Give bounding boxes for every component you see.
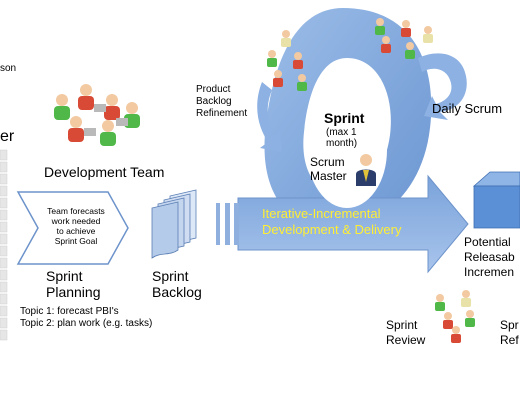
person-icon xyxy=(54,94,70,120)
person-icon xyxy=(104,94,120,120)
development-team-label: Development Team xyxy=(44,164,165,180)
person-icon xyxy=(381,36,391,53)
person-icon xyxy=(451,326,461,343)
person-icon xyxy=(297,74,307,91)
delivery-arrow-shape xyxy=(237,174,469,274)
cube-front xyxy=(473,185,520,229)
person-icon xyxy=(405,42,415,59)
sprint-subtitle: (max 1 month) xyxy=(326,127,357,149)
sprint-review-people xyxy=(435,290,475,343)
person-icon xyxy=(78,84,94,110)
delivery-arrow-tail-stripes xyxy=(216,203,239,245)
laptop-icon xyxy=(84,104,128,136)
person-icon xyxy=(465,310,475,327)
sprint-subtitle-line: month) xyxy=(326,138,358,149)
scrum-master-label: Scrum Master xyxy=(310,155,347,183)
sprint-planning-label: Sprint Planning xyxy=(46,268,101,300)
daily-scrum-label: Daily Scrum xyxy=(432,101,503,116)
person-icon xyxy=(435,294,445,311)
person-icon xyxy=(281,30,291,47)
person-icon xyxy=(443,312,453,329)
left-edge-fragment-text: son xyxy=(0,63,17,74)
person-icon xyxy=(273,70,283,87)
person-icon xyxy=(401,20,411,37)
increment-label-line: Incremen xyxy=(464,265,515,279)
refinement-label-line: Backlog xyxy=(196,96,232,107)
daily-scrum-loop xyxy=(418,53,467,120)
retrospective-label-line: Spr xyxy=(500,318,519,332)
daily-scrum-people xyxy=(375,18,433,59)
sprint-review-label-line: Review xyxy=(386,333,426,347)
delivery-arrow-label-line: Iterative-Incremental xyxy=(262,206,381,221)
sprint-planning-label-line: Planning xyxy=(46,284,101,300)
retrospective-label-line: Ref xyxy=(500,333,519,347)
forecast-note-line: Sprint Goal xyxy=(54,236,98,246)
sprint-backlog-label-line: Sprint xyxy=(152,268,189,284)
person-icon xyxy=(68,116,84,142)
refinement-label-line: Product xyxy=(196,84,231,95)
person-icon xyxy=(293,52,303,69)
delivery-arrow-label: Iterative-Incremental Development & Deli… xyxy=(262,206,401,238)
sprint-subtitle-line: (max 1 xyxy=(326,127,357,138)
refinement-swoosh xyxy=(257,82,282,152)
scrum-master-person xyxy=(356,154,376,186)
sprint-review-label: Sprint Review xyxy=(386,318,425,348)
increment-label-line: Potential xyxy=(464,235,511,249)
person-icon xyxy=(423,26,433,43)
development-team-people xyxy=(54,84,140,146)
increment-label-line: Releasab xyxy=(464,250,515,264)
forecast-note-line: work needed xyxy=(51,216,101,226)
forecast-note-line: to achieve xyxy=(56,226,96,236)
left-edge-fragment-heading: er xyxy=(0,128,15,145)
forecast-note: Team forecasts work needed to achieve Sp… xyxy=(44,206,108,246)
refinement-team-people xyxy=(267,30,307,91)
sprint-planning-label-line: Sprint xyxy=(46,268,83,284)
scrum-master-label-line: Master xyxy=(310,169,347,183)
person-icon xyxy=(461,290,471,307)
sprint-backlog-label-line: Backlog xyxy=(152,284,202,300)
sprint-review-label-line: Sprint xyxy=(386,318,418,332)
forecast-note-line: Team forecasts xyxy=(47,206,105,216)
scrum-master-label-line: Scrum xyxy=(310,155,345,169)
refinement-label-line: Refinement xyxy=(196,108,248,119)
person-icon xyxy=(375,18,385,35)
product-backlog-refinement-label: Product Backlog Refinement xyxy=(196,84,247,120)
planning-topics: Topic 1: forecast PBI's Topic 2: plan wo… xyxy=(20,306,152,330)
delivery-arrow-label-line: Development & Delivery xyxy=(262,222,402,237)
person-icon xyxy=(267,50,277,67)
sprint-title: Sprint xyxy=(324,110,365,126)
retrospective-label-fragment: Spr Ref xyxy=(500,318,519,348)
sprint-planning-pentagon xyxy=(16,191,129,265)
person-icon xyxy=(100,120,116,146)
sprint-loop-ring xyxy=(264,8,432,228)
increment-label: Potential Releasab Incremen xyxy=(464,235,515,280)
planning-topic-1: Topic 1: forecast PBI's xyxy=(20,306,119,317)
planning-topic-2: Topic 2: plan work (e.g. tasks) xyxy=(20,318,153,329)
sprint-backlog-label: Sprint Backlog xyxy=(152,268,202,300)
backlog-page xyxy=(151,201,179,259)
